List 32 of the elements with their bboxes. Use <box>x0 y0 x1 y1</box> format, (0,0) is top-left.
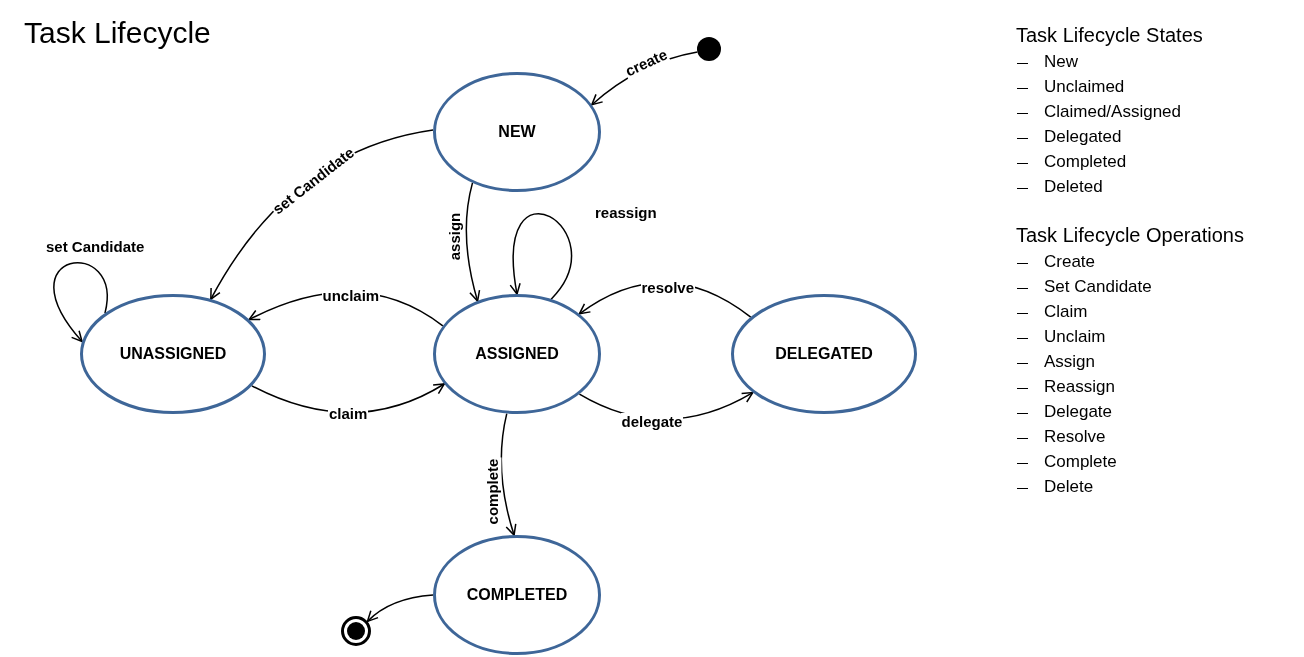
list-item: Resolve <box>1044 427 1106 447</box>
list-item: Complete <box>1044 452 1117 472</box>
transition-arrow <box>510 212 572 300</box>
transition-arrow <box>465 182 481 302</box>
transition-arrow <box>366 594 434 623</box>
state-name: DELEGATED <box>775 345 873 363</box>
state-name: ASSIGNED <box>475 345 559 363</box>
list-item: Assign <box>1044 352 1096 372</box>
state-name: NEW <box>498 123 536 141</box>
list-item: Unclaimed <box>1044 77 1125 97</box>
list-heading: Task Lifecycle States <box>1016 24 1203 47</box>
list-item: Delegate <box>1044 402 1113 422</box>
state-name: UNASSIGNED <box>119 345 227 363</box>
edge-label: assign <box>446 211 464 261</box>
edge-label: delegate <box>620 412 684 430</box>
list-heading: Task Lifecycle Operations <box>1016 224 1244 247</box>
list-item: Completed <box>1044 152 1127 172</box>
list-item: Deleted <box>1044 177 1103 197</box>
transition-arrow <box>500 412 517 536</box>
list-item: Create <box>1044 252 1096 272</box>
transition-arrow <box>53 262 108 343</box>
list-item: Unclaim <box>1044 327 1106 347</box>
list-item: Delegated <box>1044 127 1122 147</box>
list-item: New <box>1044 52 1078 72</box>
state-name: COMPLETED <box>466 586 568 604</box>
diagram-title: Task Lifecycle <box>24 16 211 50</box>
list-item: Reassign <box>1044 377 1115 397</box>
edge-label: complete <box>484 457 502 525</box>
list-item: Claimed/Assigned <box>1044 102 1181 122</box>
list-item: Delete <box>1044 477 1094 497</box>
list-item: Claim <box>1044 302 1088 322</box>
list-item: Set Candidate <box>1044 277 1152 297</box>
